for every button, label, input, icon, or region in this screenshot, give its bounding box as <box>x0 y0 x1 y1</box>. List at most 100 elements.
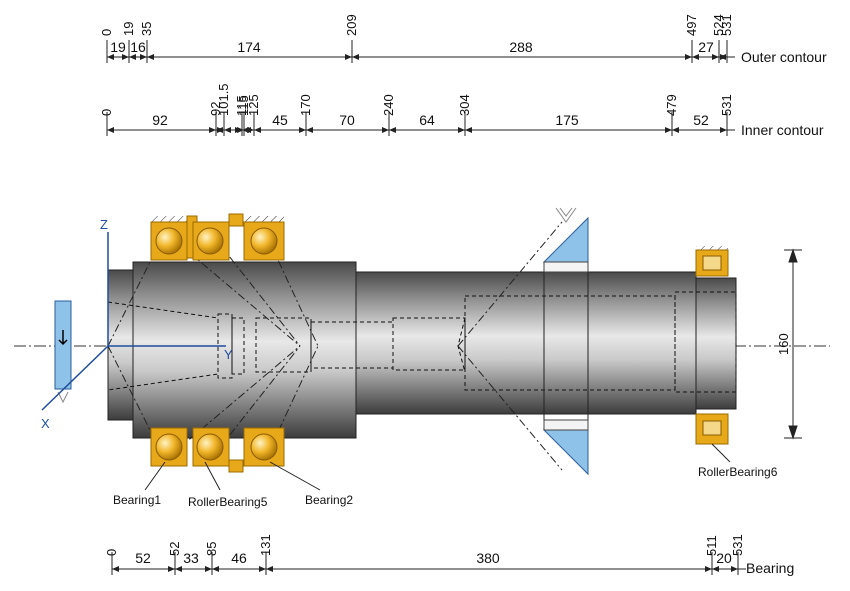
roller-icon <box>702 255 722 271</box>
tick-value: 115 <box>234 95 249 116</box>
tick-value: 52 <box>167 542 182 556</box>
z-axis-label: Z <box>100 217 108 232</box>
shaft-step-right <box>695 277 737 410</box>
segment-length: 45 <box>272 112 288 128</box>
ball-icon <box>250 433 278 461</box>
cone-support-top <box>542 207 589 273</box>
arrowhead <box>147 54 154 60</box>
roller-bearing5-bottom <box>192 427 230 467</box>
diameter-value: 160 <box>776 333 791 355</box>
arrowhead <box>129 54 136 60</box>
arrowhead <box>352 54 359 60</box>
arrowhead <box>672 127 679 133</box>
arrowhead <box>345 54 352 60</box>
segment-length: 70 <box>339 112 355 128</box>
arrowhead <box>209 127 216 133</box>
arrowhead <box>465 127 472 133</box>
leader-lines <box>144 443 731 491</box>
segment-length: 27 <box>698 39 714 55</box>
arrowhead <box>720 54 727 60</box>
bearing1-top <box>150 216 188 261</box>
arrowhead <box>107 127 114 133</box>
segment-length: 19 <box>110 39 126 55</box>
arrowhead <box>140 54 147 60</box>
segment-length: 174 <box>237 39 261 55</box>
tick-value: 497 <box>684 14 699 36</box>
arrowhead <box>266 566 273 572</box>
diameter-dimension <box>784 248 802 440</box>
arrowhead <box>685 54 692 60</box>
tick-value: 479 <box>664 94 679 116</box>
arrowhead <box>175 566 182 572</box>
axial-support-left <box>54 300 72 404</box>
shaft-step-left <box>107 269 134 421</box>
outer-contour-label: Outer contour <box>741 49 827 65</box>
bearing1-label: Bearing1 <box>113 493 161 507</box>
tick-value: 0 <box>99 109 114 116</box>
roller-bearing6-top <box>695 246 729 277</box>
ball-icon <box>196 433 224 461</box>
tick-value: 531 <box>719 14 734 36</box>
roller-bearing5-top <box>186 215 230 261</box>
tick-value: 0 <box>99 29 114 36</box>
arrowhead <box>212 566 219 572</box>
segment-length: 380 <box>476 550 500 566</box>
coordinate-axes <box>41 232 226 411</box>
arrowhead <box>382 127 389 133</box>
arrowhead <box>389 127 396 133</box>
arrowhead <box>122 54 129 60</box>
bearing2-label: Bearing2 <box>305 493 353 507</box>
shaft <box>107 221 737 471</box>
spacer-top <box>228 213 244 227</box>
segment-length: 46 <box>231 550 247 566</box>
arrowhead <box>720 127 727 133</box>
roller-bearing6-bottom <box>695 413 729 445</box>
roller-bearing5-label: RollerBearing5 <box>188 495 268 509</box>
arrowhead <box>107 54 114 60</box>
bearing1-bottom <box>150 427 188 467</box>
tick-value: 92 <box>208 102 223 116</box>
tick-value: 531 <box>719 94 734 116</box>
arrowhead <box>458 127 465 133</box>
tick-value: 304 <box>457 94 472 116</box>
roller-bearing6-label: RollerBearing6 <box>698 465 778 479</box>
segment-length: 288 <box>509 39 533 55</box>
tick-value: 125 <box>246 94 261 116</box>
tick-value: 85 <box>204 542 219 556</box>
segment-length: 16 <box>130 39 146 55</box>
ball-icon <box>196 227 224 255</box>
cone-support-bottom <box>542 419 589 476</box>
arrowhead <box>112 566 119 572</box>
roller-icon <box>702 420 722 436</box>
spacer-bottom <box>228 459 244 473</box>
arrowhead <box>299 127 306 133</box>
arrowhead <box>692 54 699 60</box>
tick-value: 511 <box>704 535 719 556</box>
arrowhead <box>259 566 266 572</box>
tick-value: 240 <box>381 94 396 116</box>
bearing-row-label: Bearing <box>746 560 794 576</box>
x-axis-label: X <box>41 416 50 431</box>
segment-length: 175 <box>555 112 579 128</box>
ball-icon <box>250 227 278 255</box>
arrowhead <box>247 127 254 133</box>
arrowhead <box>254 127 261 133</box>
arrowhead <box>306 127 313 133</box>
tick-value: 19 <box>121 22 136 36</box>
segment-length: 52 <box>135 550 151 566</box>
y-axis-label: Y <box>224 347 233 362</box>
arrowhead <box>237 127 244 133</box>
arrowhead <box>168 566 175 572</box>
ball-icon <box>155 433 183 461</box>
ball-icon <box>155 227 183 255</box>
segment-length: 64 <box>419 112 435 128</box>
segment-length: 52 <box>693 112 709 128</box>
arrowhead <box>224 127 231 133</box>
bearing2-top <box>243 216 285 261</box>
segment-length: 33 <box>183 550 199 566</box>
tick-value: 101.5 <box>216 83 231 116</box>
arrowhead <box>731 566 738 572</box>
